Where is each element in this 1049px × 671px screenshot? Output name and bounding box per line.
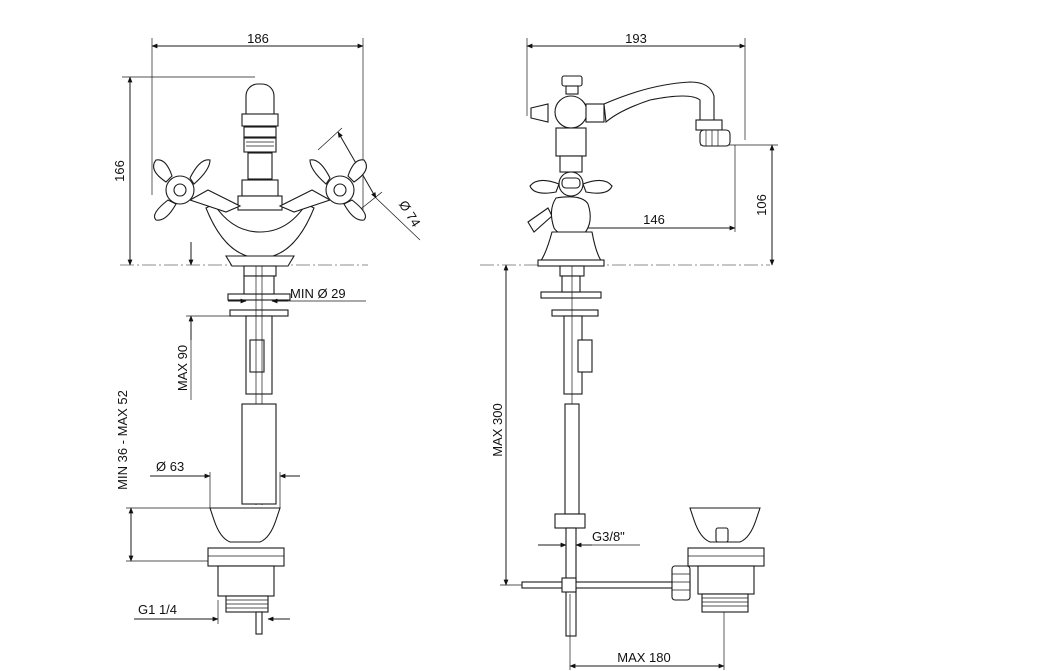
side-popup-rod <box>521 565 691 601</box>
front-drain <box>207 507 285 635</box>
front-mounting <box>227 265 291 505</box>
dim-min36-max52-label: MIN 36 - MAX 52 <box>115 390 130 490</box>
dim-g-1-1-4: G1 1/4 <box>134 600 290 624</box>
front-right-handle <box>309 159 367 221</box>
front-left-handle <box>153 159 211 221</box>
front-faucet-body <box>153 83 367 267</box>
dim-max-300: MAX 300 <box>490 264 560 586</box>
dim-max-300-label: MAX 300 <box>490 403 505 456</box>
dim-spout-106: 106 <box>700 144 778 266</box>
front-view: 186 166 Ø 74 <box>112 31 424 635</box>
side-faucet-body <box>527 75 731 267</box>
dim-front-width-label: 186 <box>247 31 269 46</box>
dim-min36-max52: MIN 36 - MAX 52 <box>115 390 212 562</box>
dim-spout-106-label: 106 <box>754 194 769 216</box>
side-drain <box>687 507 765 613</box>
side-view: 193 106 146 <box>480 31 778 670</box>
dim-side-width: 193 <box>526 31 746 140</box>
dim-max-90-label: MAX 90 <box>175 345 190 391</box>
dim-drain-63: Ø 63 <box>150 459 300 508</box>
dim-drain-63-label: Ø 63 <box>156 459 184 474</box>
dim-g-3-8-label: G3/8" <box>592 529 625 544</box>
dim-spout-146-label: 146 <box>643 212 665 227</box>
dim-front-height: 166 <box>112 76 255 266</box>
dim-max-180: MAX 180 <box>569 594 725 670</box>
dim-hole-min-label: MIN Ø 29 <box>290 286 346 301</box>
dim-handle-diameter-label: Ø 74 <box>396 198 424 230</box>
dim-g-1-1-4-label: G1 1/4 <box>138 602 177 617</box>
dim-side-width-label: 193 <box>625 31 647 46</box>
dim-max-90: MAX 90 <box>175 242 232 400</box>
dim-spout-146: 146 <box>570 145 736 232</box>
dim-hole-min: MIN Ø 29 <box>228 286 366 304</box>
dim-g-3-8: G3/8" <box>538 529 640 548</box>
dim-max-180-label: MAX 180 <box>617 650 670 665</box>
dim-front-height-label: 166 <box>112 160 127 182</box>
